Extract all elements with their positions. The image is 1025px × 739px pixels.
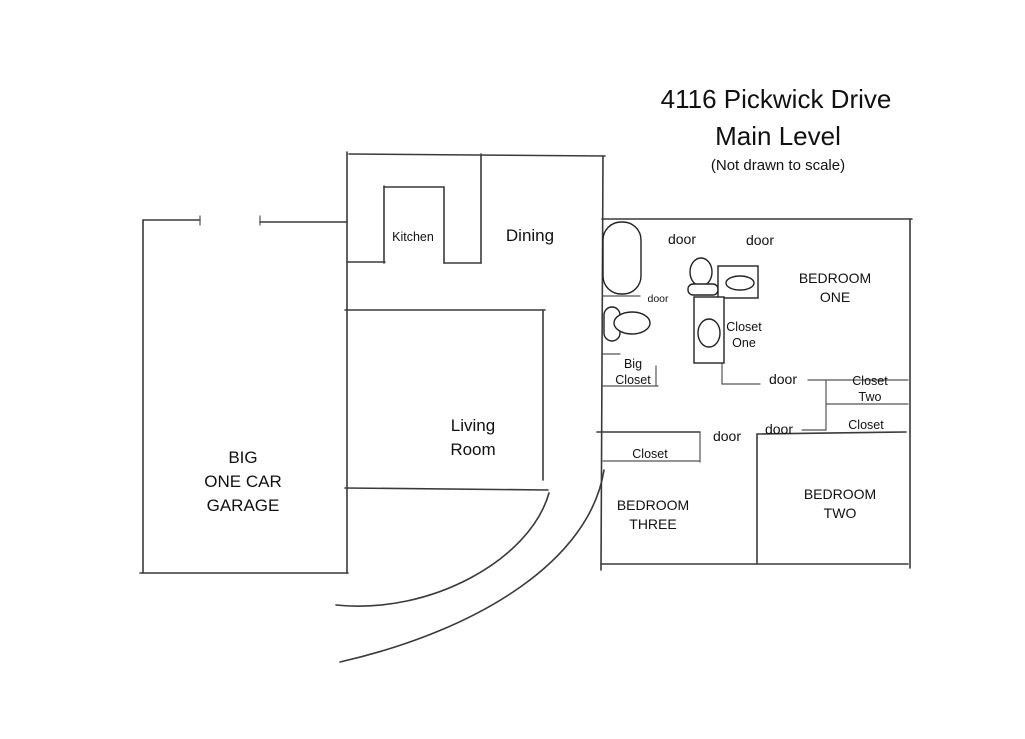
closet-one-label: One [732,336,756,350]
toilet-tank-icon [687,283,719,296]
kitchen-dining-walls [346,153,606,571]
scale-note: (Not drawn to scale) [711,157,845,174]
door-label: door [746,232,774,248]
driveway-lines [335,469,605,663]
garage-walls [139,151,349,574]
plan-subtitle: Main Level [715,121,841,151]
big-closet-label: Closet [615,373,651,387]
bedroom-wing-walls [596,218,913,569]
bathtub-icon [602,221,642,295]
closet-two-label: Two [859,390,882,404]
bedroom-two-label: BEDROOM [804,486,876,502]
living-room-label: Room [450,440,495,459]
door-label: door [765,421,793,437]
garage-label: GARAGE [207,496,280,515]
big-closet-label: Big [624,357,642,371]
toilet-bowl-icon [689,257,713,287]
toilet-bowl-icon [613,311,651,335]
living-room-walls [344,309,549,491]
shower-drain-icon [697,318,721,348]
garage-label: BIG [228,448,257,467]
bedroom-one-label: BEDROOM [799,270,871,286]
hall-closet-label: Closet [848,418,884,432]
door-label: door [647,293,669,305]
plan-title: 4116 Pickwick Drive [661,84,892,114]
garage-label: ONE CAR [204,472,281,491]
kitchen-label: Kitchen [392,230,434,244]
bedroom-one-label: ONE [820,289,850,305]
dining-label: Dining [506,226,554,245]
door-label: door [769,371,797,387]
closet-two-label: Closet [852,374,888,388]
bedroom-three-label: BEDROOM [617,497,689,513]
sink-basin-icon [725,275,755,291]
bedroom-two-label: TWO [824,505,857,521]
closet-one-label: Closet [726,320,762,334]
bedroom-three-label: THREE [629,516,676,532]
door-label: door [713,428,741,444]
living-room-label: Living [451,416,495,435]
door-label: door [668,231,696,247]
bedroom-three-closet-label: Closet [632,447,668,461]
bathroom-fixtures [602,221,759,364]
